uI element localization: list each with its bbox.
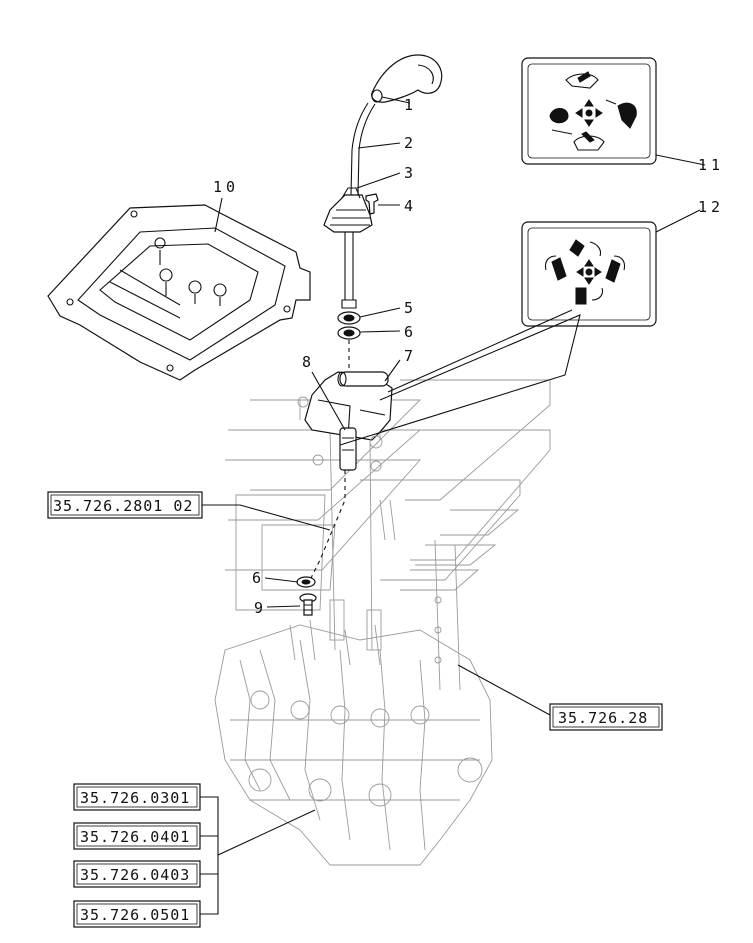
bolt-icon — [365, 193, 379, 215]
callout-7: 7 — [404, 347, 413, 365]
control-plate-icon — [47, 204, 311, 381]
lever-shaft-end — [341, 299, 357, 309]
nut-icon — [337, 311, 361, 325]
ref-c-text: 35.726.0301 — [80, 789, 190, 807]
pivot-bracket-icon — [297, 371, 393, 472]
ref-d-text: 35.726.0401 — [80, 828, 190, 846]
control-valve-block-icon — [214, 400, 493, 866]
ref-box-a[interactable]: 35.726.2801 02 — [47, 491, 203, 519]
lever-shaft — [344, 232, 354, 300]
callout-1: 1 — [404, 96, 413, 114]
ref-f-text: 35.726.0501 — [80, 906, 190, 924]
ref-e-text: 35.726.0403 — [80, 866, 190, 884]
ref-box-b[interactable]: 35.726.28 — [549, 703, 663, 731]
lower-bolt-icon — [299, 593, 317, 616]
rubber-boot-icon — [323, 187, 373, 233]
callout-12: 12 — [698, 198, 724, 216]
ref-b-text: 35.726.28 — [558, 709, 648, 727]
decal-loader-controls-icon — [521, 57, 657, 165]
ref-box-c[interactable]: 35.726.0301 — [73, 783, 201, 811]
ref-a-text: 35.726.2801 02 — [53, 497, 193, 515]
callout-2: 2 — [404, 134, 413, 152]
decal-joystick-directions-icon — [521, 221, 657, 327]
leader-lines — [200, 96, 706, 915]
callout-4: 4 — [404, 197, 413, 215]
callout-11: 11 — [698, 156, 724, 174]
callout-6b: 6 — [252, 569, 261, 587]
washer-icon — [337, 326, 361, 340]
ref-box-f[interactable]: 35.726.0501 — [73, 900, 201, 928]
callout-3: 3 — [404, 164, 413, 182]
joystick-handle-icon — [371, 54, 443, 103]
lower-centerline — [309, 470, 346, 581]
lower-washer-icon — [296, 576, 316, 588]
ref-box-e[interactable]: 35.726.0403 — [73, 860, 201, 888]
callout-6: 6 — [404, 323, 413, 341]
callout-5: 5 — [404, 299, 413, 317]
control-lever-icon — [350, 102, 376, 196]
callout-8: 8 — [302, 353, 311, 371]
ref-box-d[interactable]: 35.726.0401 — [73, 822, 201, 850]
callout-10: 10 — [213, 178, 239, 196]
callout-9: 9 — [254, 599, 263, 617]
